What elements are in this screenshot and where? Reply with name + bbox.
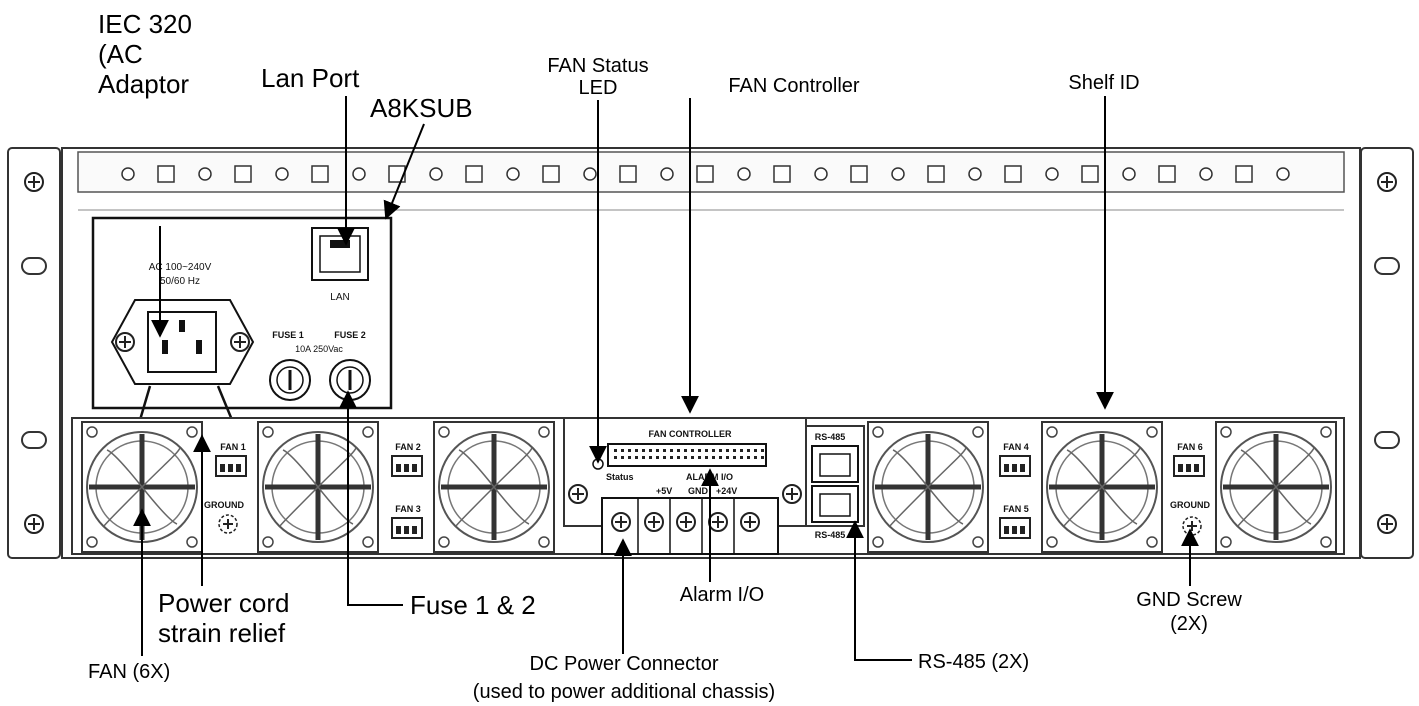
plus24v-label: +24V [716, 486, 737, 496]
fan-controller-board: FAN CONTROLLER Status ALARM I/O +5V GND … [563, 417, 807, 527]
callout-fan-6x: FAN (6X) [88, 661, 170, 683]
callout-fuse: Fuse 1 & 2 [410, 590, 536, 620]
fan6-connector [1173, 455, 1205, 477]
ground-left-label: GROUND [204, 500, 244, 510]
rack-ear-right [1360, 147, 1414, 559]
callout-power-cord-1: Power cord [158, 588, 290, 618]
status-label: Status [606, 472, 634, 482]
fan-controller-connector-pins [614, 449, 764, 459]
fuse2-label: FUSE 2 [334, 330, 366, 340]
callout-alarm-io: Alarm I/O [680, 584, 764, 606]
callout-fan-controller: FAN Controller [728, 75, 859, 97]
fuse1-label: FUSE 1 [272, 330, 304, 340]
fuse-holder-1 [269, 359, 311, 401]
ac-rating-text-1: AC 100~240V [149, 262, 212, 273]
callout-dc-1: DC Power Connector [530, 653, 719, 675]
callout-shelf-id: Shelf ID [1068, 72, 1139, 94]
callout-iec-2: (AC [98, 39, 143, 69]
card-slot-holes [121, 165, 1290, 183]
fuse-holder-2 [329, 359, 371, 401]
callout-a8ksub: A8KSUB [370, 93, 473, 123]
fan-3 [434, 422, 554, 552]
callout-power-cord-2: strain relief [158, 618, 286, 648]
fan4-connector [999, 455, 1031, 477]
fan-6 [1216, 422, 1336, 552]
fan5-connector [999, 517, 1031, 539]
a8ksub-module: AC 100~240V 50/60 Hz LAN FUSE 1 FUSE 2 1… [91, 216, 393, 410]
arrow-fuse [339, 390, 403, 606]
fan3-label: FAN 3 [395, 504, 421, 514]
ground-screw-left [218, 514, 238, 534]
lan-label: LAN [330, 292, 349, 303]
ac-rating-text-2: 50/60 Hz [160, 276, 200, 287]
fan6-label: FAN 6 [1177, 442, 1203, 452]
callout-lan-port: Lan Port [261, 63, 360, 93]
iec-inlet [110, 299, 255, 385]
fan4-label: FAN 4 [1003, 442, 1029, 452]
callout-fan-status-2: LED [579, 77, 618, 99]
plus5v-label: +5V [656, 486, 672, 496]
ground-right-label: GROUND [1170, 500, 1210, 510]
callout-gnd-1: GND Screw [1136, 589, 1242, 611]
fan-2 [258, 422, 378, 552]
gnd-label: GND [688, 486, 709, 496]
fan1-label: FAN 1 [220, 442, 246, 452]
fan-controller-panel-label: FAN CONTROLLER [649, 429, 732, 439]
fan2-connector [391, 455, 423, 477]
callout-rs485: RS-485 (2X) [918, 651, 1029, 673]
fan1-connector [215, 455, 247, 477]
fan2-label: FAN 2 [395, 442, 421, 452]
fan-4 [868, 422, 988, 552]
fan5-label: FAN 5 [1003, 504, 1029, 514]
fuse-rating-label: 10A 250Vac [295, 344, 343, 354]
lan-port [311, 227, 369, 281]
callout-iec-3: Adaptor [98, 69, 189, 99]
callout-dc-2: (used to power additional chassis) [473, 681, 775, 703]
rs485-block: RS-485 RS-485 [805, 425, 865, 540]
callout-iec-1: IEC 320 [98, 9, 192, 39]
rack-ear-left [7, 147, 61, 559]
rs485-top-label: RS-485 [815, 432, 846, 442]
rs485-bottom-label: RS-485 [815, 530, 846, 540]
callout-lines [133, 96, 1199, 661]
fan-5 [1042, 422, 1162, 552]
fan3-connector [391, 517, 423, 539]
callout-gnd-2: (2X) [1170, 613, 1208, 635]
arrow-rs485 [846, 520, 912, 661]
callout-fan-status-1: FAN Status [547, 55, 648, 77]
arrow-a8ksub [383, 123, 425, 220]
dc-terminal-block [601, 497, 779, 555]
